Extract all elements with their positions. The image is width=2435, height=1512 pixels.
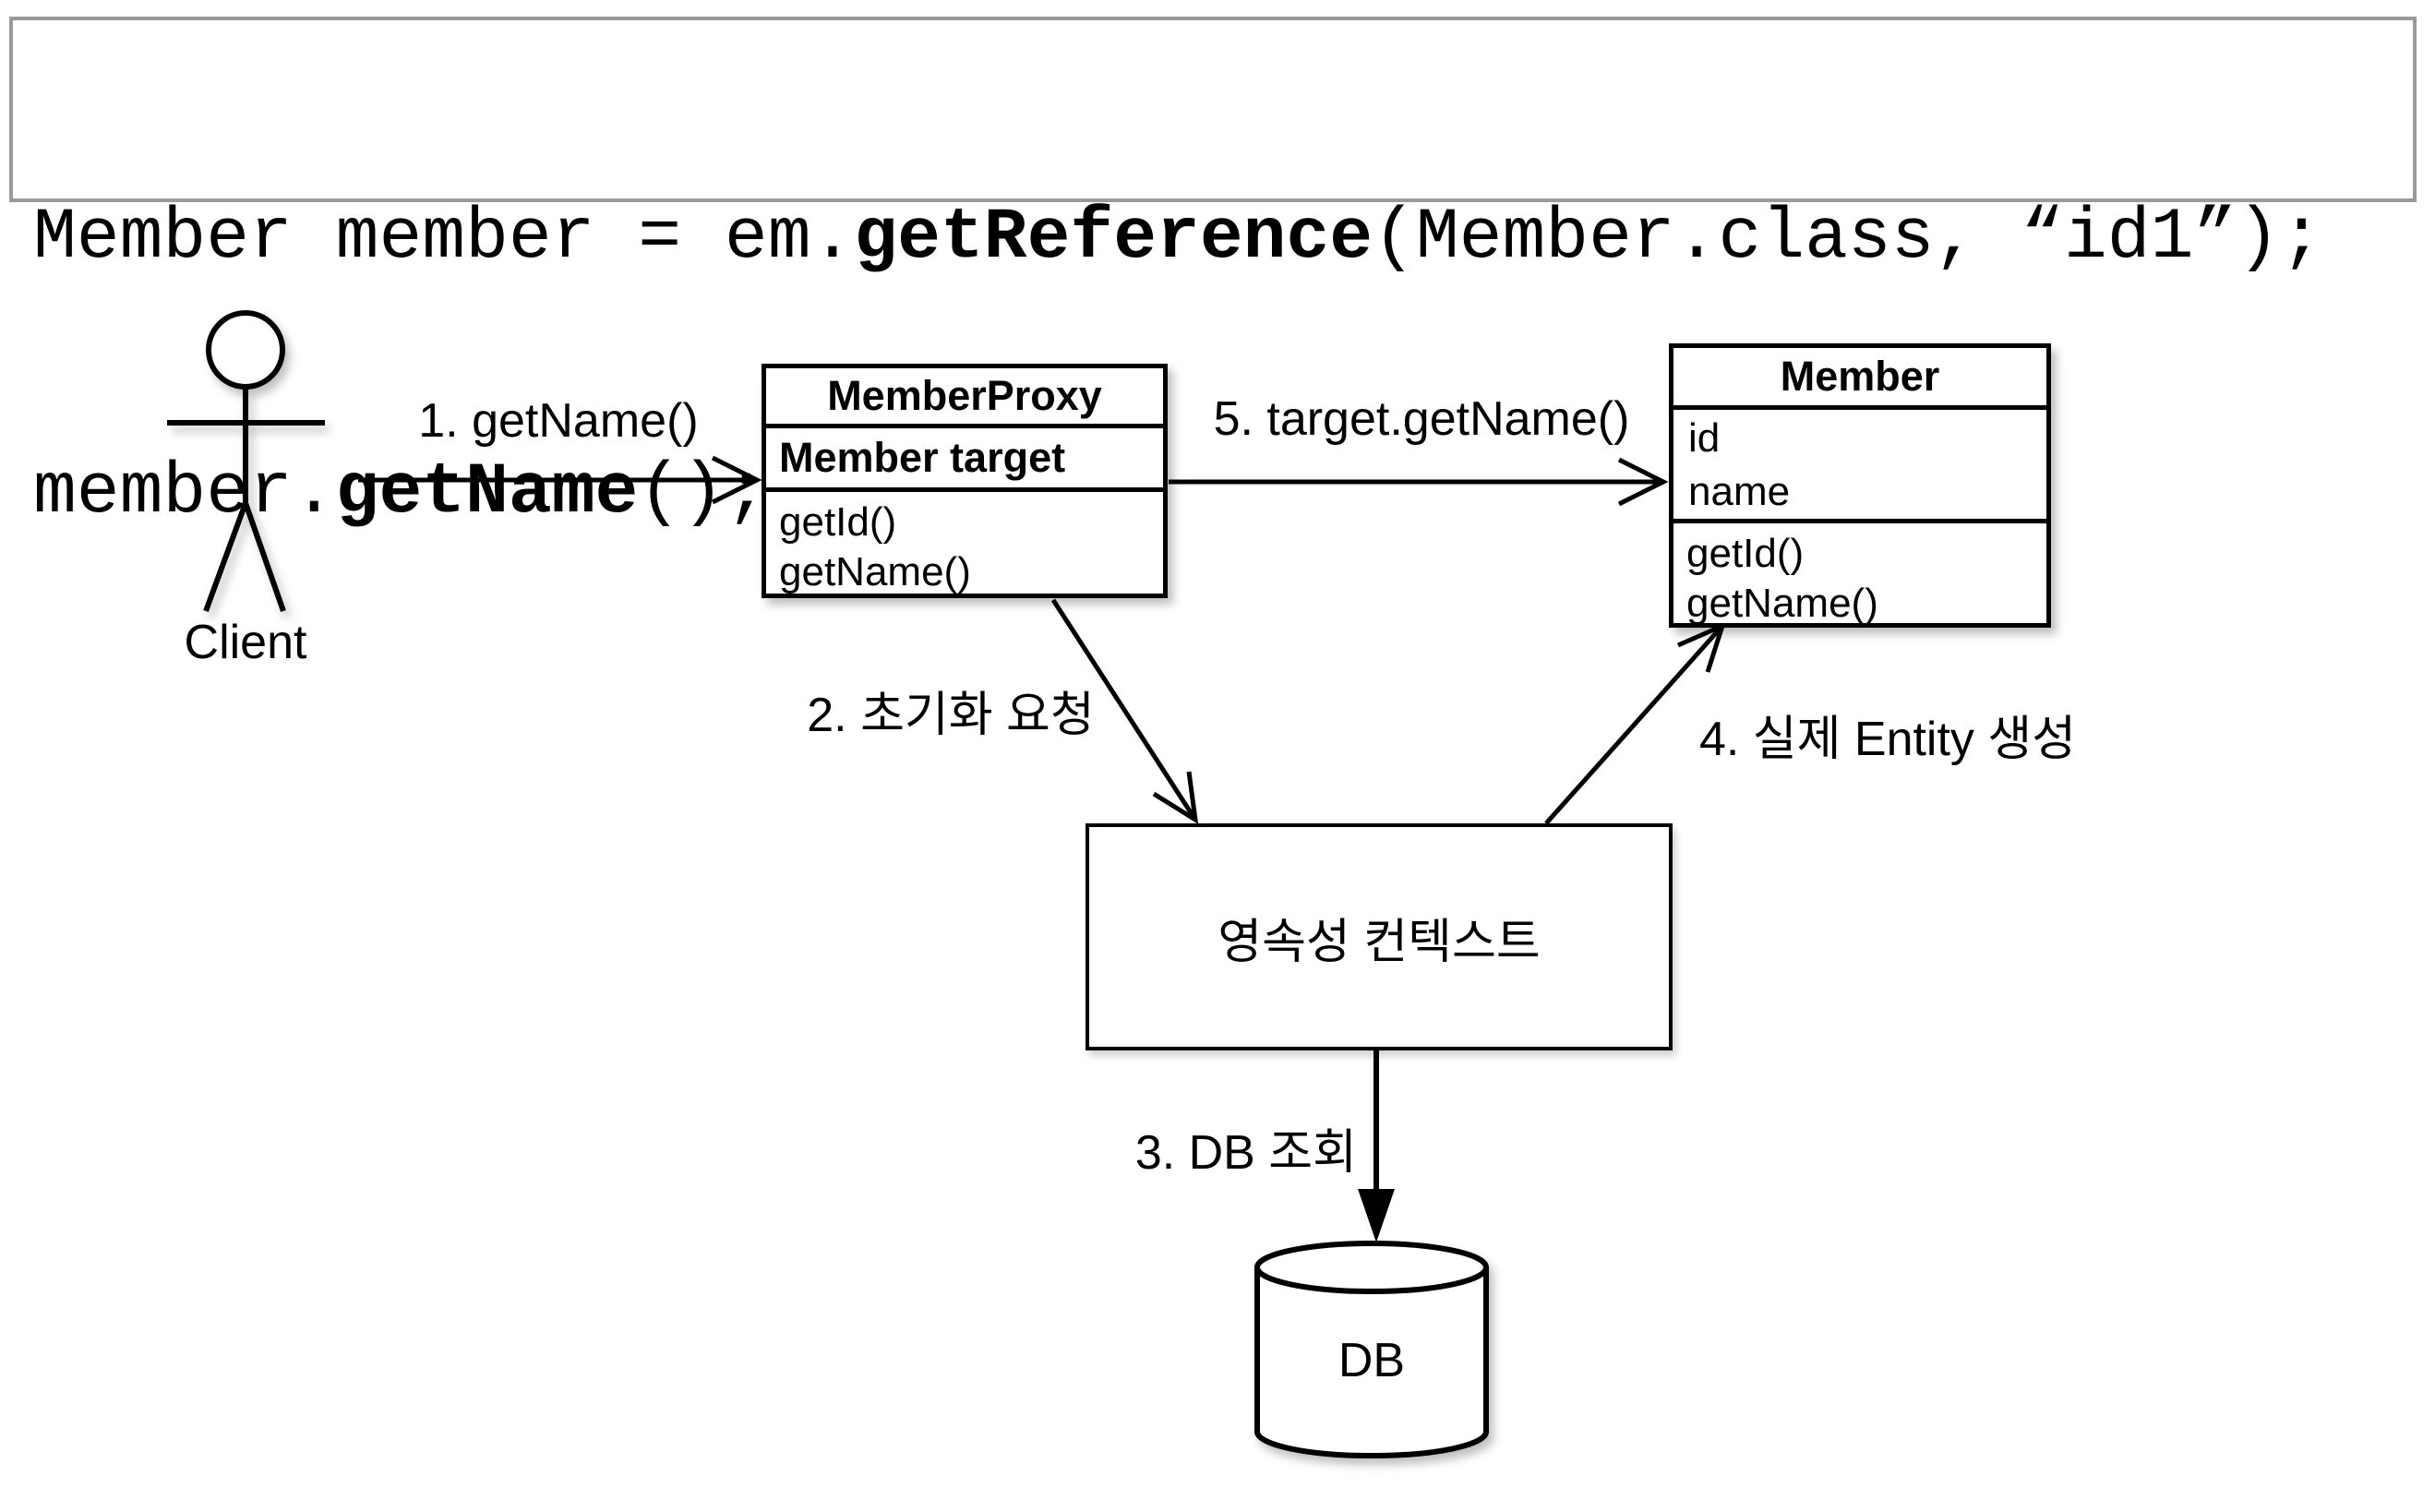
arrow-1-getname: [358, 455, 762, 505]
memberproxy-field-target: Member target: [766, 428, 1163, 492]
db-cylinder: [1254, 1241, 1489, 1458]
code-line-2: member.getName();: [33, 450, 2393, 535]
member-attributes: id name: [1673, 410, 2046, 523]
member-attr-id: id: [1688, 415, 1721, 461]
memberproxy-method-getid: getId(): [779, 499, 897, 545]
arrow-1-head: [711, 455, 762, 505]
code-1-post: (Member.class, “id1”);: [1373, 198, 2323, 279]
arrow-5-head: [1617, 457, 1669, 507]
code-1-bold: getReference: [854, 198, 1373, 279]
arrow-label-step5: 5. target.getName(): [1213, 392, 1630, 446]
db-cylinder-top: [1254, 1241, 1489, 1294]
memberproxy-method-getname: getName(): [779, 549, 971, 594]
code-1-pre: Member member = em.: [33, 198, 855, 279]
code-2-pre: member.: [33, 452, 336, 534]
member-methods: getId() getName(): [1673, 523, 2046, 629]
arrow-label-step4: 4. 실제 Entity 생성: [1698, 713, 2077, 766]
arrow-2-init-request: [1050, 598, 1199, 824]
arrow-5-target-getname: [1169, 457, 1669, 507]
arrow-3-db-query: [1358, 1050, 1395, 1242]
persistence-context-box: 영속성 컨텍스트: [1086, 823, 1673, 1050]
member-class-box: Member id name getId() getName(): [1669, 343, 2051, 628]
memberproxy-class-box: MemberProxy Member target getId() getNam…: [762, 364, 1168, 598]
member-attr-name: name: [1688, 469, 1791, 514]
arrow-2-head: [1152, 771, 1199, 824]
member-method-getname: getName(): [1686, 581, 1878, 626]
arrow-label-step3: 3. DB 조회: [1134, 1126, 1357, 1180]
code-2-post: ();: [638, 452, 768, 534]
arrow-label-step2: 2. 초기화 요청: [807, 689, 1095, 742]
db-cylinder-body: [1254, 1267, 1489, 1458]
db-label: DB: [1337, 1334, 1406, 1387]
arrow-3-head: [1358, 1189, 1395, 1242]
actor-leg-left: [203, 501, 248, 613]
memberproxy-title: MemberProxy: [766, 368, 1163, 428]
code-line-1: Member member = em.getReference(Member.c…: [33, 196, 2393, 281]
member-method-getid: getId(): [1686, 531, 1805, 576]
code-snippet-box: Member member = em.getReference(Member.c…: [9, 17, 2417, 534]
code-2-bold: getName: [335, 452, 639, 534]
memberproxy-methods: getId() getName(): [766, 492, 1163, 597]
actor-leg-right: [243, 502, 286, 612]
member-title: Member: [1673, 348, 2046, 410]
persistence-context-label: 영속성 컨텍스트: [1218, 915, 1541, 969]
actor-label: Client: [184, 616, 307, 669]
actor-figure: [167, 310, 325, 613]
arrow-label-step1: 1. getName(): [418, 394, 699, 448]
